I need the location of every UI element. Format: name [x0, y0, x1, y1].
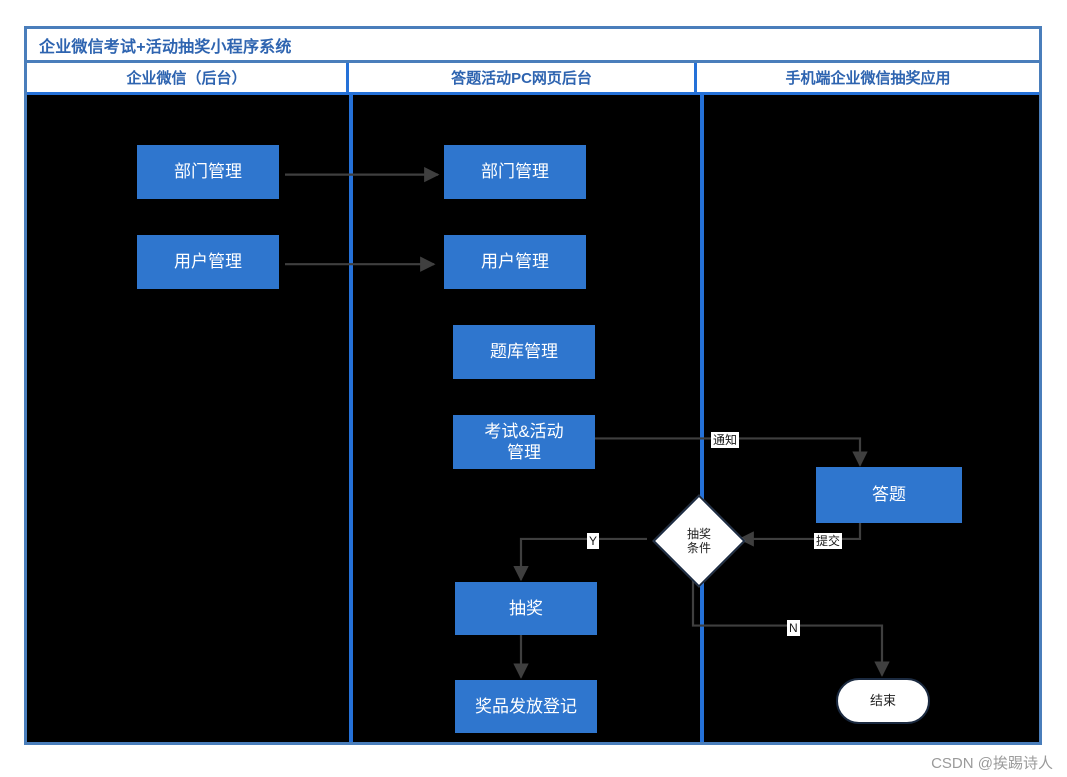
node-user-mgmt-wechat[interactable]: 用户管理: [137, 235, 279, 289]
diagram-title-bar: 企业微信考试+活动抽奖小程序系统: [27, 29, 1039, 63]
node-end[interactable]: 结束: [836, 678, 930, 724]
lane-divider-2: [700, 95, 704, 742]
page-title: 企业微信考试+活动抽奖小程序系统: [39, 38, 292, 56]
node-exam-activity-mgmt[interactable]: 考试&活动 管理: [453, 415, 595, 469]
lane-header-row: 企业微信（后台） 答题活动PC网页后台 手机端企业微信抽奖应用: [27, 63, 1039, 95]
lane-header-qiyewechat: 企业微信（后台）: [27, 63, 349, 92]
node-question-bank-mgmt[interactable]: 题库管理: [453, 325, 595, 379]
swimlane-frame: 企业微信考试+活动抽奖小程序系统 企业微信（后台） 答题活动PC网页后台 手机端…: [24, 26, 1042, 745]
edge-label-submit: 提交: [814, 533, 843, 549]
node-prize-registration[interactable]: 奖品发放登记: [455, 680, 597, 733]
edge-label-yes: Y: [587, 533, 600, 549]
node-dept-mgmt-wechat[interactable]: 部门管理: [137, 145, 279, 199]
node-user-mgmt-pc[interactable]: 用户管理: [444, 235, 586, 289]
node-lottery-condition-label: 抽奖 条件: [686, 526, 711, 555]
edge-condition-yes-lottery: [513, 537, 647, 582]
node-answer-questions[interactable]: 答题: [816, 467, 962, 523]
lane-body: 通知 提交 Y N 部门管理 用户管理 部门管理 用户管理 题库管理 考试&活动…: [27, 95, 1039, 742]
watermark: CSDN @挨踢诗人: [931, 755, 1053, 772]
node-lottery[interactable]: 抽奖: [455, 582, 597, 635]
lane-divider-1: [349, 95, 353, 742]
lane-header-mobile-app: 手机端企业微信抽奖应用: [785, 70, 951, 87]
lane-header-pc-backend: 答题活动PC网页后台: [349, 63, 697, 92]
edge-label-notify: 通知: [711, 432, 740, 448]
node-dept-mgmt-pc[interactable]: 部门管理: [444, 145, 586, 199]
edge-label-no: N: [787, 620, 800, 636]
